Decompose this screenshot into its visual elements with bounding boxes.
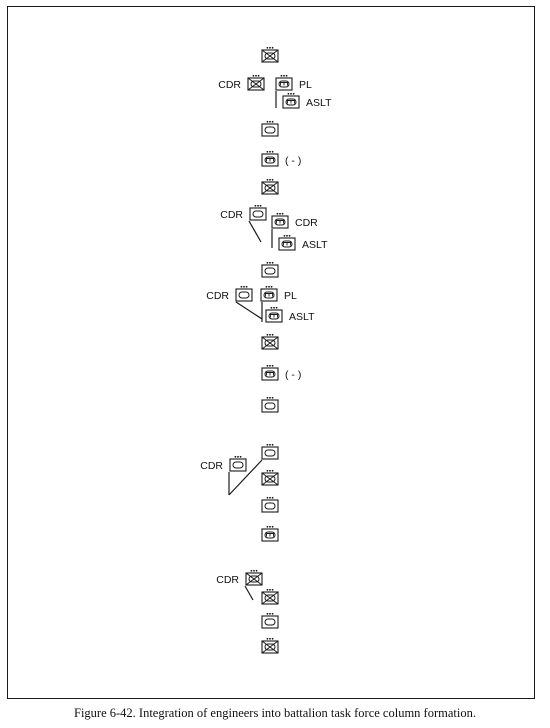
label-platoon-leader-group-1: PL bbox=[299, 79, 312, 91]
engineer-unit-symbol-icon-group-3-1 bbox=[260, 285, 278, 302]
mechanized-infantry-symbol-icon-group-1-4 bbox=[261, 120, 279, 137]
mechanized-infantry-symbol-icon-group-3-5 bbox=[261, 396, 279, 413]
figure-caption: Figure 6-42. Integration of engineers in… bbox=[74, 706, 476, 720]
engineer-unit-symbol-icon-group-1-5 bbox=[261, 150, 279, 167]
connector-lines bbox=[228, 91, 277, 601]
label-assault-group-2: ASLT bbox=[302, 239, 328, 251]
mechanized-infantry-symbol-icon-group-2-0 bbox=[249, 204, 267, 221]
engineer-unit-symbol-icon-group-3-4 bbox=[261, 364, 279, 381]
engineer-unit-symbol-icon-group-2-2 bbox=[278, 234, 296, 251]
engineer-unit-symbol-icon-group-1-2 bbox=[275, 74, 293, 91]
engineer-unit-symbol-icon-group-3-2 bbox=[265, 306, 283, 323]
armor-unit-symbol-icon-group-1-1 bbox=[247, 74, 265, 91]
armor-unit-symbol-icon-group-3-3 bbox=[261, 333, 279, 350]
armor-unit-symbol-icon-group-5-1 bbox=[261, 588, 279, 605]
label-commander-group-5: CDR bbox=[216, 574, 239, 586]
engineer-unit-symbol-icon-group-4-4 bbox=[261, 525, 279, 542]
label-assault-group-3: ASLT bbox=[289, 311, 315, 323]
mechanized-infantry-symbol-icon-group-4-1 bbox=[261, 443, 279, 460]
mechanized-infantry-symbol-icon-group-4-3 bbox=[261, 496, 279, 513]
mechanized-infantry-symbol-icon-group-2-3 bbox=[261, 261, 279, 278]
label-platoon-leader-group-3: PL bbox=[284, 290, 297, 302]
armor-unit-symbol-icon-group-1-0 bbox=[261, 46, 279, 63]
engineer-unit-symbol-icon-group-2-1 bbox=[271, 212, 289, 229]
armor-unit-symbol-icon-group-5-3 bbox=[261, 637, 279, 654]
armor-unit-symbol-icon-group-5-0 bbox=[245, 569, 263, 586]
mechanized-infantry-symbol-icon-group-3-0 bbox=[235, 285, 253, 302]
label-minus-group-3: ( - ) bbox=[285, 369, 301, 381]
armor-unit-symbol-icon-group-1-6 bbox=[261, 178, 279, 195]
label-commander-group-3: CDR bbox=[206, 290, 229, 302]
engineer-unit-symbol-icon-group-1-3 bbox=[282, 92, 300, 109]
label-commander-group-4: CDR bbox=[200, 460, 223, 472]
mechanized-infantry-symbol-icon-group-4-0 bbox=[229, 455, 247, 472]
label-commander-group-1: CDR bbox=[218, 79, 241, 91]
mechanized-infantry-symbol-icon-group-5-2 bbox=[261, 612, 279, 629]
label-commander-group-2: CDR bbox=[220, 209, 243, 221]
label-assault-group-1: ASLT bbox=[306, 97, 332, 109]
armor-unit-symbol-icon-group-4-2 bbox=[261, 469, 279, 486]
figure-frame bbox=[7, 6, 535, 699]
unit-symbols bbox=[229, 46, 300, 654]
label-engineer-commander-group-2: CDR bbox=[295, 217, 318, 229]
label-minus-group-1: ( - ) bbox=[285, 155, 301, 167]
unit-labels: CDR PL ASLT ( - ) CDR CDR ASLT CDR PL ASLT ( - ) CD… bbox=[200, 79, 332, 586]
